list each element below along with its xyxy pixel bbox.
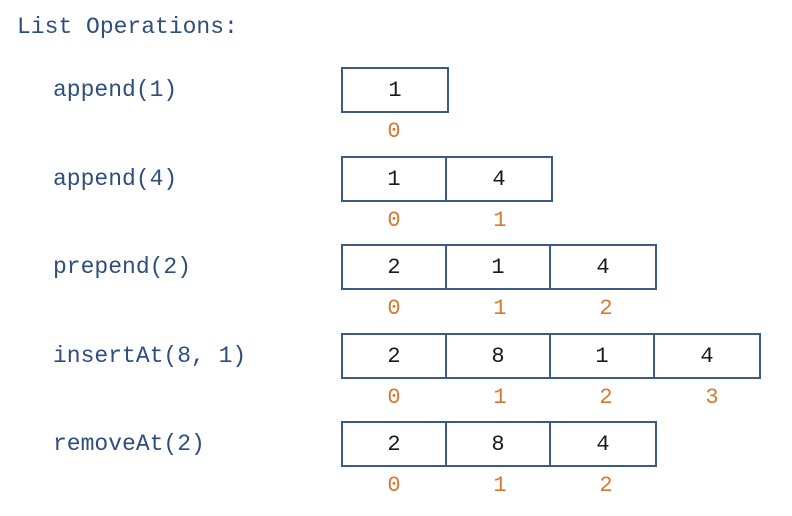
index-labels: 0 1 2 [341,471,659,501]
diagram-title: List Operations: [17,14,238,40]
index-label: 1 [493,473,507,498]
list-cell: 1 [551,335,655,377]
index-label: 2 [599,296,613,321]
index-label: 0 [387,208,401,233]
index-label: 2 [599,473,613,498]
index-label: 0 [387,473,401,498]
index-label: 2 [599,385,613,410]
operation-row: append(1) 1 0 [0,67,792,155]
list-cell: 4 [596,254,610,280]
list-cell: 1 [447,246,551,288]
list-cell: 1 [343,158,447,200]
index-label: 0 [387,119,401,144]
operation-label: prepend(2) [53,254,192,280]
index-label: 1 [493,208,507,233]
index-labels: 0 1 2 [341,294,659,324]
list-boxes: 1 [341,67,449,113]
list-cell: 4 [596,431,610,457]
list-cell: 2 [343,423,447,465]
index-labels: 0 1 2 3 [341,383,765,413]
operation-label: insertAt(8, 1) [53,343,247,369]
index-label: 3 [705,385,719,410]
list-cell: 8 [447,423,551,465]
operation-label: append(4) [53,166,178,192]
index-label: 0 [387,385,401,410]
index-label: 1 [493,385,507,410]
operation-label: removeAt(2) [53,431,205,457]
list-cell: 2 [343,246,447,288]
list-cell: 4 [492,166,506,192]
index-label: 1 [493,296,507,321]
operation-label: append(1) [53,77,178,103]
list-cell: 4 [700,343,714,369]
list-cell: 2 [343,335,447,377]
list-cell: 8 [447,335,551,377]
list-cell: 1 [388,77,402,103]
index-label: 0 [387,296,401,321]
index-labels: 0 [341,117,447,147]
